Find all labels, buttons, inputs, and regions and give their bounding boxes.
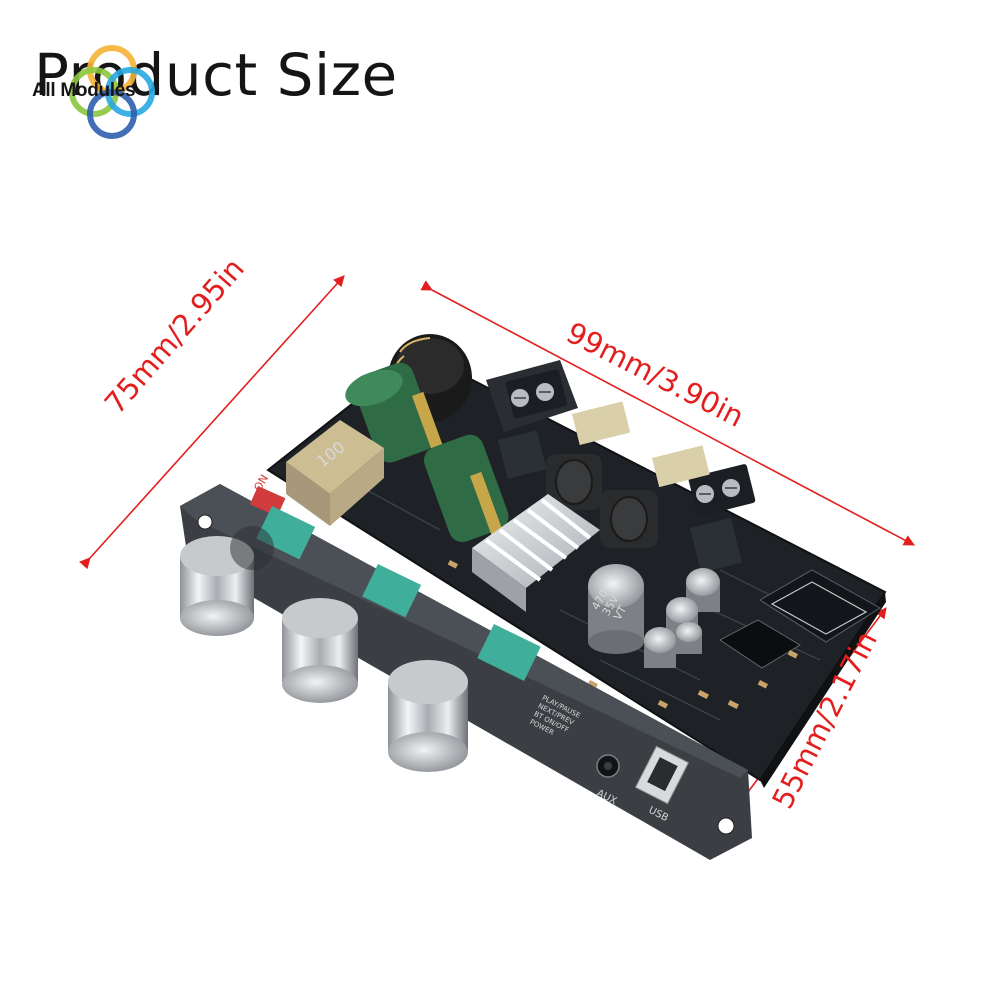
power-terminal-block (486, 360, 578, 479)
power-inductors (546, 454, 658, 548)
green-capacitors (345, 362, 509, 552)
brand-logo: All Modules (30, 34, 190, 146)
capacitor-marking-3: VT (611, 603, 630, 622)
knob-volume (388, 660, 468, 772)
small-capacitors (644, 568, 720, 668)
resistor-packs (572, 401, 710, 488)
width-arrow (420, 280, 915, 546)
knob-bass (180, 526, 274, 636)
heatsink (472, 494, 600, 612)
usb-port: USB (634, 745, 690, 824)
output-capacitor: 470 35V VT (588, 564, 644, 654)
inductor: 100 (286, 420, 384, 526)
speaker-terminal-block (688, 464, 756, 573)
potentiometer-bodies (256, 506, 541, 681)
logo-text: All Modules (32, 80, 136, 101)
knob-treble (282, 598, 358, 703)
switch-label: ON (251, 472, 271, 493)
bluetooth-module (719, 569, 881, 669)
depth-arrow (79, 275, 345, 570)
logo-rings-icon (69, 45, 155, 139)
